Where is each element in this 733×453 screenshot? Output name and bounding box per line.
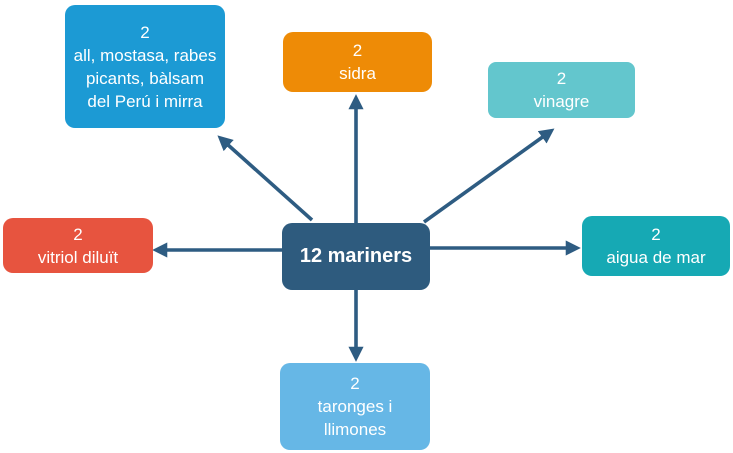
- center-label: 12 mariners: [299, 245, 413, 267]
- node-aigua-de-mar-remedy: 2 aigua de mar: [582, 216, 730, 276]
- node-label: taronges i llimones: [317, 397, 393, 439]
- node-garlic-mustard-remedy: 2 all, mostasa, rabes picants, bàlsam de…: [65, 5, 225, 128]
- node-center-mariners: 12 mariners: [282, 223, 430, 290]
- node-value: 2: [352, 41, 363, 60]
- node-vinagre-remedy: 2 vinagre: [488, 62, 635, 118]
- node-label: sidra: [339, 64, 376, 83]
- arrow-up-right: [422, 128, 555, 224]
- node-value: 2: [556, 69, 567, 88]
- node-label: vitriol diluït: [37, 247, 119, 267]
- node-vitriol-remedy: 2 vitriol diluït: [3, 218, 153, 273]
- node-label: all, mostasa, rabes picants, bàlsam del …: [73, 45, 217, 111]
- node-value: 2: [350, 374, 360, 393]
- node-label: aigua de mar: [606, 248, 706, 267]
- node-value: 2: [651, 225, 661, 244]
- node-sidra-remedy: 2 sidra: [283, 32, 432, 92]
- node-value: 2: [140, 22, 150, 42]
- arrow-up-left: [217, 135, 314, 222]
- node-value: 2: [73, 224, 83, 244]
- node-label: vinagre: [533, 92, 590, 111]
- node-taronges-llimones-remedy: 2 taronges i llimones: [280, 363, 430, 450]
